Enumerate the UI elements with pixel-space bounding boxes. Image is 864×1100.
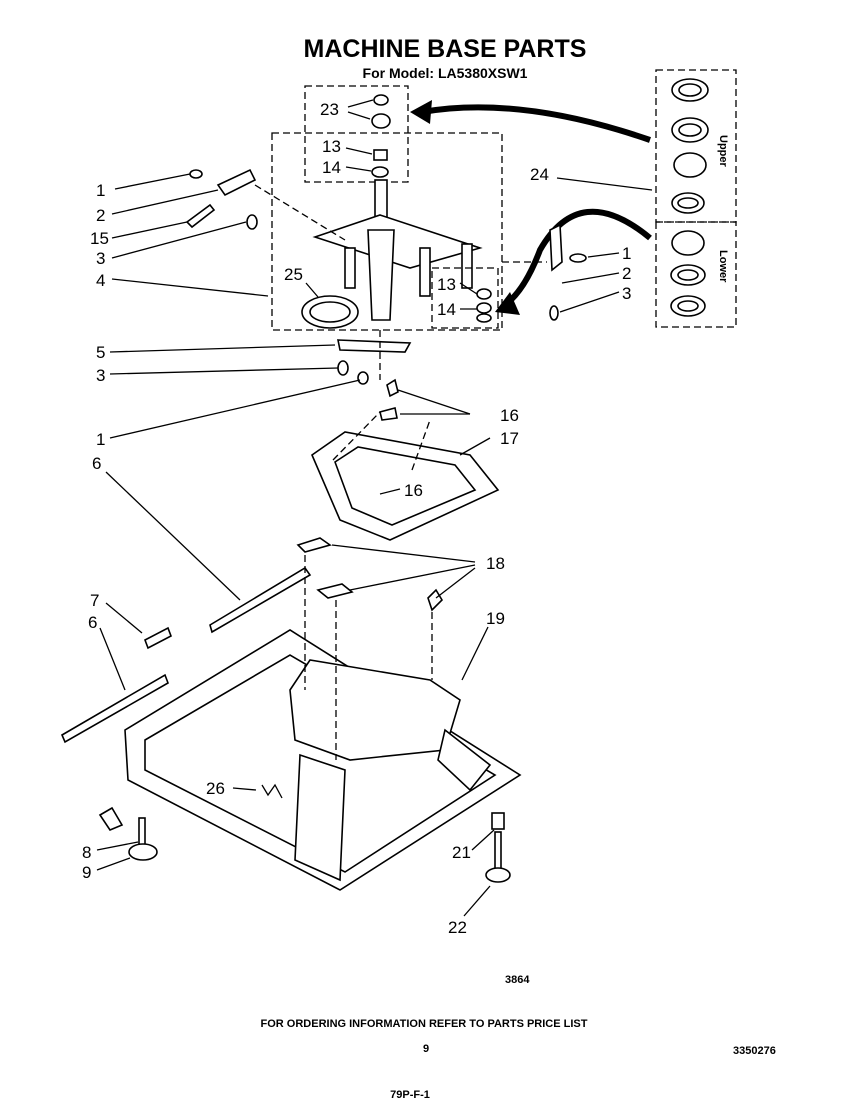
upper-inset	[655, 69, 737, 223]
callout-26: 26	[206, 779, 225, 798]
callout-1-left: 1	[96, 181, 105, 200]
callout-13-lower: 13	[437, 275, 456, 294]
callout-13-upper: 13	[322, 137, 341, 156]
part-25-ring	[301, 295, 359, 329]
callout-14-upper: 14	[322, 158, 341, 177]
callout-22: 22	[448, 918, 467, 937]
callout-18: 18	[486, 554, 505, 573]
callout-15: 15	[90, 229, 109, 248]
upper-arrow	[421, 104, 651, 143]
callout-1-middle: 1	[96, 430, 105, 449]
part-8-9-foot-left	[98, 806, 158, 861]
upper-arrow-head	[410, 100, 432, 124]
callout-4: 4	[96, 271, 105, 290]
ordering-note: FOR ORDERING INFORMATION REFER TO PARTS …	[261, 1018, 588, 1030]
callout-9: 9	[82, 863, 91, 882]
callout-14-lower: 14	[437, 300, 456, 319]
lower-inset	[655, 221, 737, 328]
callout-7: 7	[90, 591, 99, 610]
model-line: For Model: LA5380XSW1	[363, 65, 528, 81]
part-26-spring	[261, 783, 283, 799]
callout-6-lower: 6	[88, 613, 97, 632]
part-1-2-3-clips-right	[549, 223, 587, 321]
callout-6-upper: 6	[92, 454, 101, 473]
part-1-2-15-3-clips-left	[185, 168, 258, 230]
part-14-washer	[371, 166, 389, 178]
callout-19: 19	[486, 609, 505, 628]
callout-5: 5	[96, 343, 105, 362]
callout-23: 23	[320, 100, 339, 119]
part-number: 3350276	[733, 1045, 776, 1057]
lower-arrow	[503, 208, 652, 308]
date-code: 79P-F-1	[390, 1089, 430, 1100]
part-19-base-frame	[124, 629, 522, 891]
callout-17: 17	[500, 429, 519, 448]
callout-16-lower: 16	[404, 481, 423, 500]
callout-2-right: 2	[622, 264, 631, 283]
page-number: 9	[423, 1043, 429, 1055]
callout-8: 8	[82, 843, 91, 862]
alignment-guides	[254, 184, 547, 760]
callout-21: 21	[452, 843, 471, 862]
callout-3-middle: 3	[96, 366, 105, 385]
callout-3-left: 3	[96, 249, 105, 268]
callout-16-upper: 16	[500, 406, 519, 425]
part-17-frame	[311, 431, 500, 541]
callout-25: 25	[284, 265, 303, 284]
part-18-pads	[296, 537, 444, 612]
callout-labels: 23 13 14 1 2 15 3 4 25 24 1 2 3 13 14 5 …	[82, 100, 631, 937]
part-4-transmission-support	[312, 179, 483, 321]
leader-lines	[96, 99, 653, 917]
callout-3-right: 3	[622, 284, 631, 303]
callout-2-left: 2	[96, 206, 105, 225]
lower-bearing-stack	[670, 230, 706, 317]
part-13-14-lower-bearing	[476, 288, 492, 323]
part-23-bearing	[371, 94, 391, 129]
upper-bearing-stack	[671, 78, 709, 214]
part-6-7-rails	[60, 566, 312, 744]
inset-lower-label: Lower	[717, 250, 729, 283]
lower-arrow-head	[495, 292, 520, 315]
inset-upper-label: Upper	[717, 135, 729, 168]
part-13-bushing	[373, 149, 388, 161]
part-21-22-foot-right	[485, 812, 511, 883]
page-title: MACHINE BASE PARTS	[304, 35, 587, 63]
lower-bearing-box	[431, 267, 499, 329]
part-5-bracket	[337, 339, 412, 385]
callout-1-right: 1	[622, 244, 631, 263]
callout-24: 24	[530, 165, 549, 184]
figure-number: 3864	[505, 974, 530, 986]
